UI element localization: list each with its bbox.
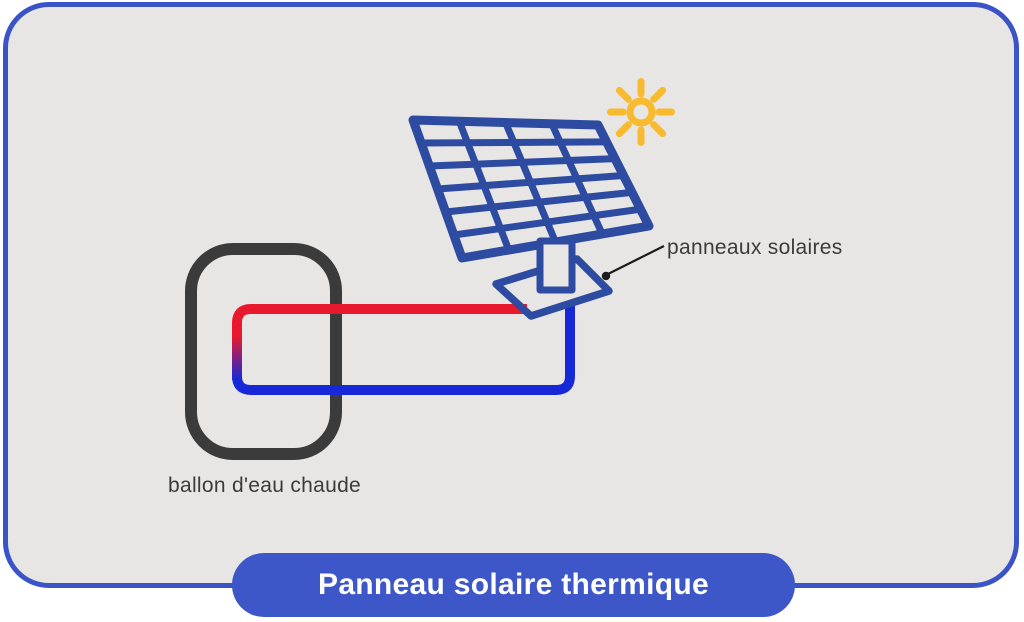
sun-ray <box>615 121 632 138</box>
solar-panel-label: panneaux solaires <box>667 236 843 259</box>
sun-ray <box>650 86 667 103</box>
label-pointer <box>601 245 665 281</box>
panel-grid-line <box>429 155 616 170</box>
title-text: Panneau solaire thermique <box>318 568 709 601</box>
sun-ray <box>650 121 667 138</box>
panel-frame <box>408 115 654 263</box>
water-tank-icon <box>185 243 342 460</box>
panel-grid-line <box>421 138 607 147</box>
panel-grid-line <box>453 205 641 239</box>
sun-core <box>626 97 656 127</box>
sun-icon <box>607 78 675 146</box>
panel-grid-line <box>437 172 624 193</box>
panel-grid-line <box>445 188 633 216</box>
hot-pipe <box>232 304 527 346</box>
cold-pipe <box>232 303 575 395</box>
pointer-line <box>607 245 665 275</box>
water-tank-label: ballon d'eau chaude <box>168 474 362 497</box>
sun-ray <box>615 86 632 103</box>
solar-panel-icon <box>408 115 654 263</box>
pointer-dot <box>601 271 611 281</box>
panel-post-icon <box>536 237 576 294</box>
title-bar: Panneau solaire thermique <box>232 553 795 617</box>
pipe-loop-icon <box>232 303 575 395</box>
